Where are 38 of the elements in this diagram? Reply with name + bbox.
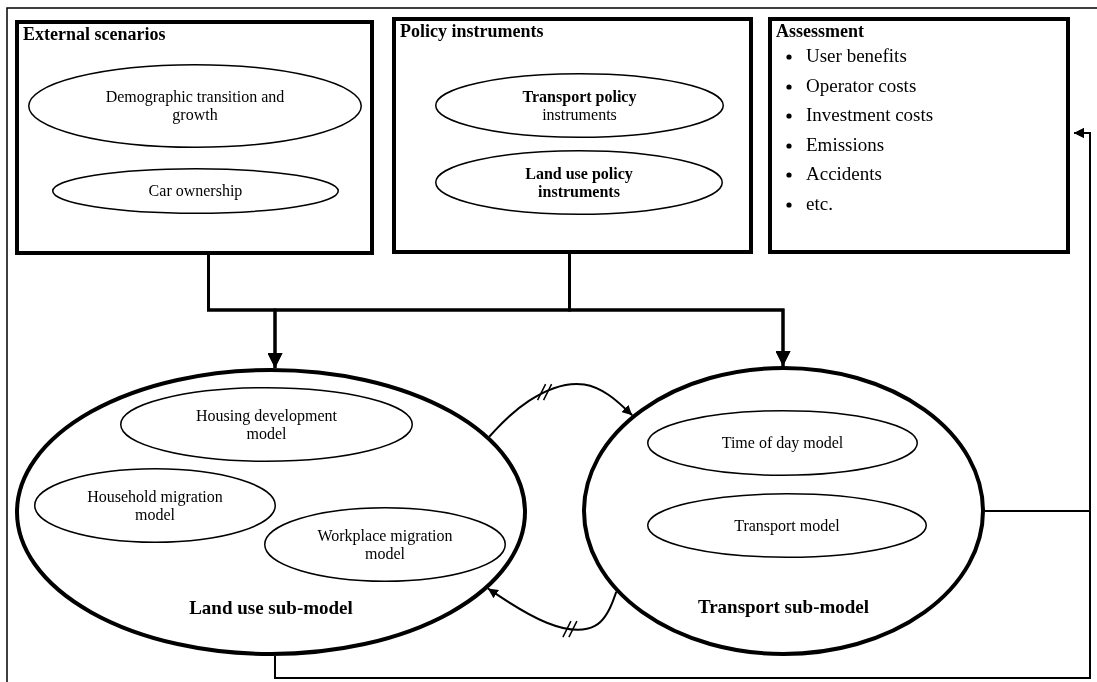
model-ellipse <box>435 150 723 215</box>
model-ellipse <box>52 168 339 214</box>
list-item: Investment costs <box>806 104 934 126</box>
list-item: etc. <box>806 192 833 215</box>
model-label: Household migration model <box>87 487 223 524</box>
list-item: Accidents <box>806 163 882 185</box>
model-ellipse <box>15 368 527 656</box>
group-box <box>768 17 1070 254</box>
model-label: Demographic transition and growth <box>104 87 286 125</box>
list-item: User benefits <box>806 45 907 67</box>
model-ellipse <box>647 410 918 476</box>
model-ellipse <box>34 468 276 543</box>
model-title: Land use sub-model <box>188 596 354 619</box>
model-label: Transport model <box>733 516 841 535</box>
model-ellipse <box>435 73 724 138</box>
group-heading: External scenarios <box>23 24 166 45</box>
model-label: Car ownership <box>147 181 244 201</box>
model-ellipse <box>28 64 362 148</box>
arrow <box>488 383 634 438</box>
model-ellipse <box>264 507 506 582</box>
model-label: Housing development model <box>195 406 338 443</box>
model-title: Transport sub-model <box>696 596 871 619</box>
group-box <box>392 17 753 254</box>
group-heading: Assessment <box>776 21 864 42</box>
model-ellipse <box>582 366 985 656</box>
group-heading: Policy instruments <box>400 21 544 42</box>
list-item: Emissions <box>806 133 885 156</box>
arrow <box>568 254 791 366</box>
group-box <box>15 20 374 255</box>
arrow <box>486 587 618 631</box>
model-label: Time of day model <box>720 433 845 453</box>
model-ellipse <box>120 387 413 462</box>
model-label: Workplace migration model <box>317 526 453 563</box>
model-label: Land use policy instruments <box>524 164 634 201</box>
model-ellipse <box>647 493 927 558</box>
model-label: Transport policy instruments <box>521 87 638 124</box>
list-item: Operator costs <box>806 74 917 97</box>
arrow <box>274 128 1091 679</box>
